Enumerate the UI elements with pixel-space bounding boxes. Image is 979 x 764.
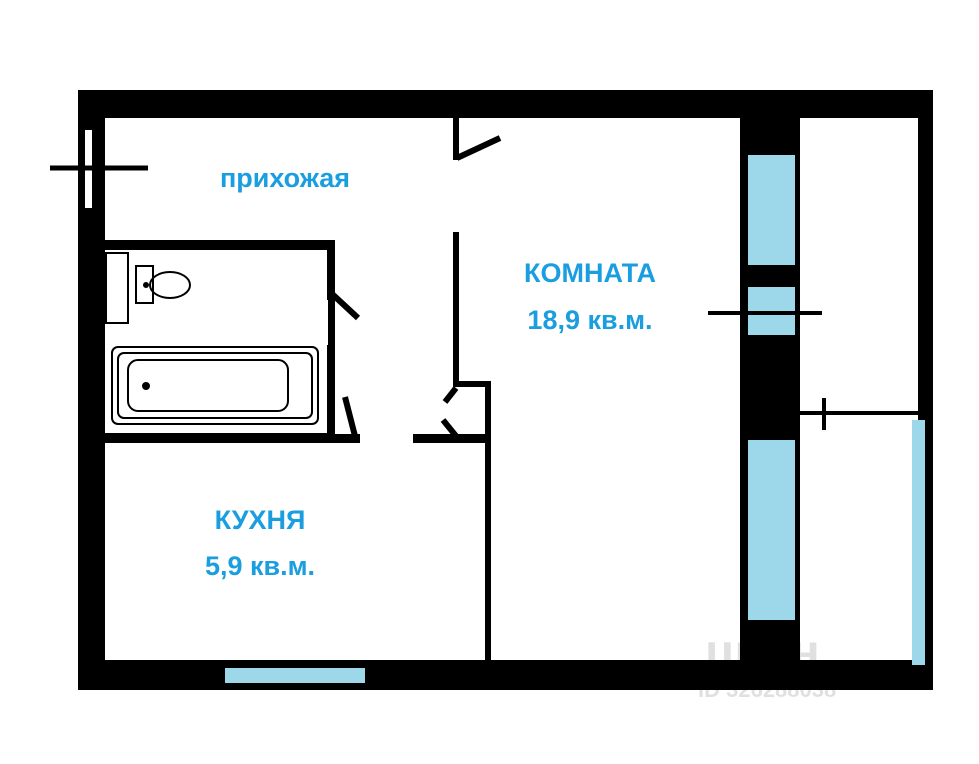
kitchen-floor bbox=[105, 443, 485, 660]
room-label-hall: прихожая bbox=[219, 163, 351, 193]
door bbox=[455, 135, 502, 161]
bathroom-right-wall bbox=[327, 240, 335, 300]
door bbox=[442, 386, 459, 404]
bathroom-floor bbox=[105, 250, 328, 433]
kitchen-top-wall bbox=[105, 434, 360, 443]
kitchen-top-wall bbox=[413, 434, 490, 443]
bathroom-top-wall bbox=[105, 240, 335, 250]
room-area-room: 18,9 кв.м. bbox=[527, 305, 653, 335]
door bbox=[342, 396, 359, 441]
bathroom-right-wall bbox=[327, 345, 335, 440]
room-floor bbox=[455, 118, 740, 660]
room-label-kitchen: КУХНЯ bbox=[214, 505, 306, 535]
window bbox=[748, 155, 795, 265]
closet-top-wall bbox=[453, 381, 491, 387]
window bbox=[912, 420, 925, 665]
kitchen-right-wall bbox=[485, 381, 491, 660]
door bbox=[440, 418, 459, 438]
balcony-divider bbox=[800, 411, 918, 415]
toilet-icon bbox=[105, 252, 191, 324]
door bbox=[327, 289, 361, 321]
room-area-kitchen: 5,9 кв.м. bbox=[204, 551, 316, 581]
room-left-wall bbox=[453, 232, 459, 387]
balcony-floor bbox=[800, 118, 918, 660]
bathtub-icon bbox=[111, 346, 319, 425]
room-label-room: КОМНАТА bbox=[524, 258, 656, 288]
window bbox=[748, 440, 795, 620]
watermark-id: ID 326288038 bbox=[698, 677, 837, 702]
room-left-wall bbox=[453, 118, 459, 160]
watermark-brand: циан bbox=[705, 626, 820, 679]
window bbox=[225, 668, 365, 683]
